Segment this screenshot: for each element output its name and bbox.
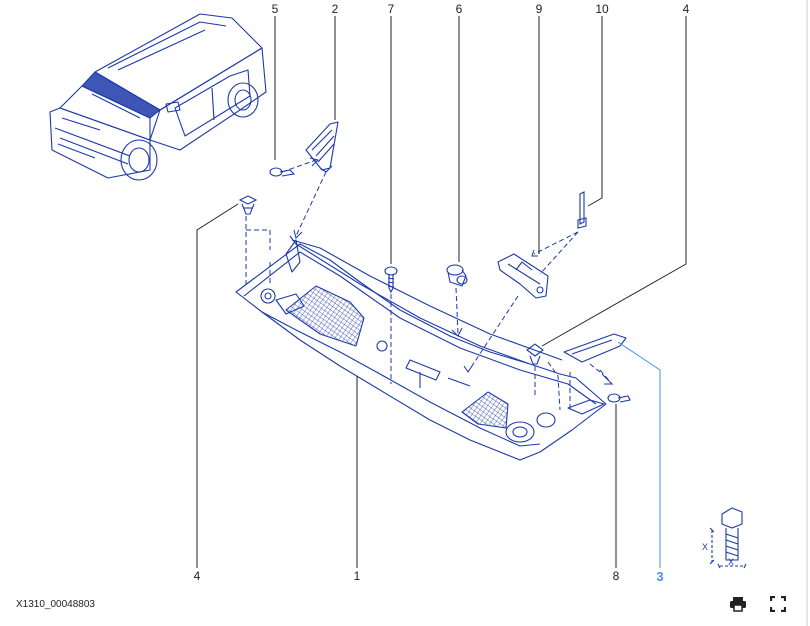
- callout-2[interactable]: 2: [331, 2, 339, 16]
- cowl-panel-part-1: [235, 235, 607, 461]
- part-10-pin: [577, 191, 587, 229]
- assembly-arrows: [293, 157, 614, 385]
- panel-divider: [806, 0, 808, 626]
- callout-4-bottom[interactable]: 4: [193, 569, 201, 583]
- bolt-dimension-symbol: [709, 507, 747, 569]
- fullscreen-button[interactable]: [767, 593, 789, 615]
- callout-9[interactable]: 9: [535, 2, 543, 16]
- part-2-corner-cap: [305, 121, 339, 173]
- vehicle-thumbnail: [49, 13, 267, 181]
- print-button[interactable]: [727, 593, 749, 615]
- callout-1[interactable]: 1: [353, 569, 361, 583]
- printer-icon: [730, 597, 746, 612]
- part-8-rivet: [607, 393, 631, 403]
- callout-leader-line-3: [617, 341, 661, 568]
- callout-8[interactable]: 8: [612, 569, 620, 583]
- dimension-mark-vertical: X: [702, 542, 708, 552]
- callout-3[interactable]: 3: [656, 569, 664, 584]
- part-9-bracket: [497, 253, 549, 299]
- part-4-clip-right: [526, 343, 544, 365]
- part-6-grommet: [446, 264, 468, 287]
- part-7-screw: [384, 266, 398, 294]
- callout-7[interactable]: 7: [387, 2, 395, 16]
- part-4-clip-left: [238, 195, 258, 215]
- callout-4-top[interactable]: 4: [682, 2, 690, 16]
- callout-6[interactable]: 6: [455, 2, 463, 16]
- callout-leader-lines: [196, 16, 687, 568]
- callout-5[interactable]: 5: [271, 2, 279, 16]
- assembly-guide-lines: [245, 159, 613, 411]
- expand-icon: [770, 596, 786, 612]
- diagram-reference-code: X1310_00048803: [16, 599, 95, 610]
- dimension-mark-horizontal: X: [728, 557, 734, 567]
- callout-10[interactable]: 10: [595, 2, 609, 16]
- part-3-seal: [563, 333, 627, 363]
